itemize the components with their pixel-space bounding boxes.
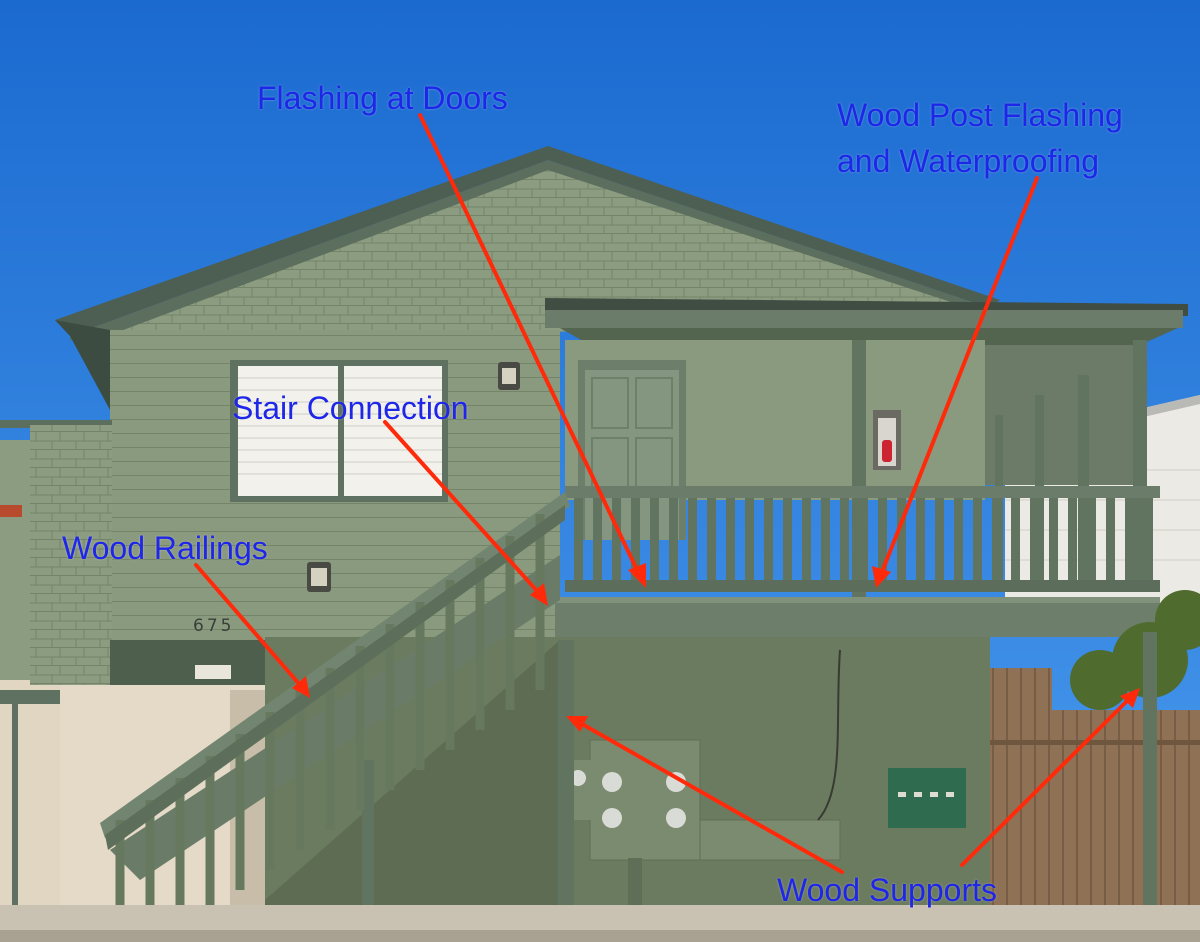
- mailboxes: [888, 768, 966, 828]
- main-roof: [55, 146, 1000, 336]
- wall-lamp-lower: [307, 562, 331, 592]
- label-wood-post-line1: Wood Post Flashing: [837, 97, 1123, 133]
- arrow-wood-supports-right: [960, 688, 1140, 867]
- porch-roof: [545, 298, 1188, 345]
- utility-meters: [570, 739, 841, 942]
- arrow-stair-connection: [383, 420, 548, 606]
- left-wing-wall: [30, 425, 112, 685]
- arrow-flashing-doors: [418, 113, 646, 588]
- staircase: [100, 492, 570, 942]
- fire-extinguisher: [873, 410, 901, 470]
- arrow-wood-post: [872, 176, 1039, 588]
- house-number: 675: [193, 616, 235, 636]
- arrow-wood-supports-left: [566, 716, 844, 874]
- arrow-wood-railings: [194, 563, 310, 698]
- ground-supports: [362, 632, 1157, 942]
- upstairs-window: [230, 360, 448, 502]
- left-neighbor: [0, 440, 62, 940]
- label-wood-supports: Wood Supports: [777, 872, 997, 908]
- wall-lamp-upper: [498, 362, 520, 390]
- label-wood-post-line2: and Waterproofing: [837, 143, 1100, 179]
- label-stair-connection: Stair Connection: [232, 390, 469, 426]
- upper-porch-railing: [565, 486, 1160, 592]
- label-flashing-at-doors: Flashing at Doors: [257, 80, 508, 116]
- deck-fascia: [555, 597, 1160, 637]
- label-wood-railings: Wood Railings: [62, 530, 268, 566]
- callout-arrows: [194, 113, 1140, 874]
- wood-fence: [990, 668, 1200, 930]
